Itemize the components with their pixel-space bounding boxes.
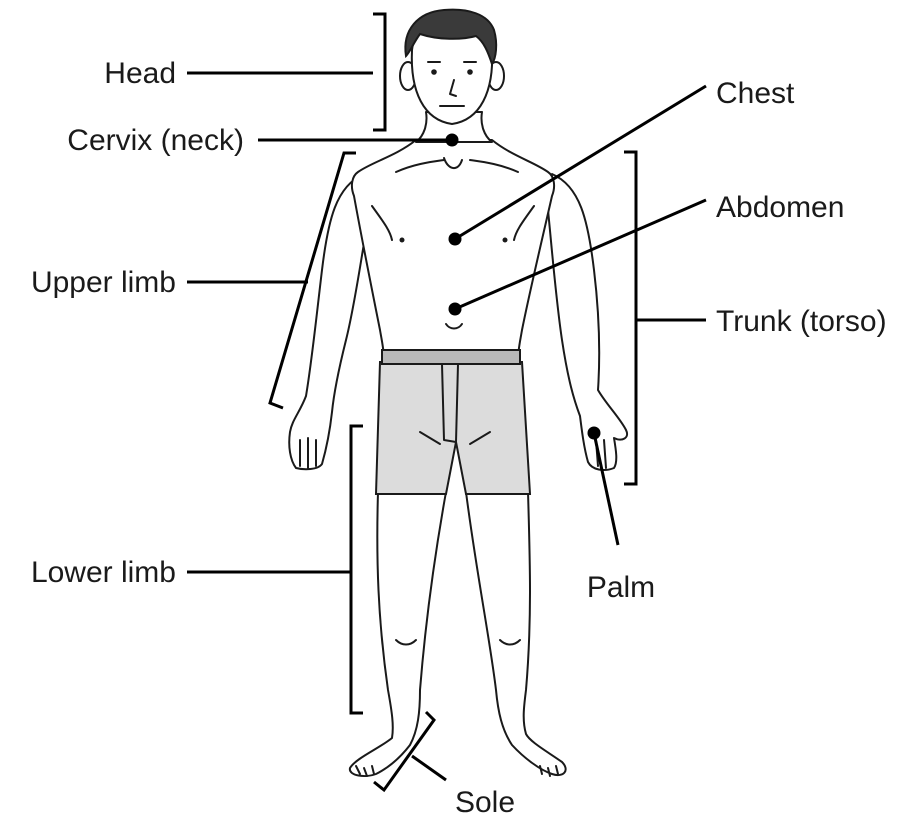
label-lower-limb: Lower limb	[31, 556, 176, 589]
abdomen-dot	[449, 303, 462, 316]
sole-leader	[412, 756, 446, 780]
label-chest: Chest	[716, 77, 795, 110]
label-head: Head	[104, 57, 176, 90]
label-palm: Palm	[587, 571, 655, 604]
human-figure	[289, 10, 627, 776]
lower-limb-bracket	[351, 426, 363, 713]
label-sole: Sole	[455, 786, 515, 816]
head-bracket	[373, 14, 385, 130]
label-trunk: Trunk (torso)	[716, 305, 887, 338]
shorts	[376, 350, 530, 494]
label-abdomen: Abdomen	[716, 191, 844, 224]
head	[400, 10, 504, 124]
chest-dot	[449, 233, 462, 246]
legs	[350, 492, 566, 776]
palm-dot	[588, 427, 601, 440]
torso	[352, 140, 554, 360]
cervix-dot	[446, 134, 459, 147]
label-upper-limb: Upper limb	[31, 266, 176, 299]
label-cervix: Cervix (neck)	[67, 124, 244, 157]
